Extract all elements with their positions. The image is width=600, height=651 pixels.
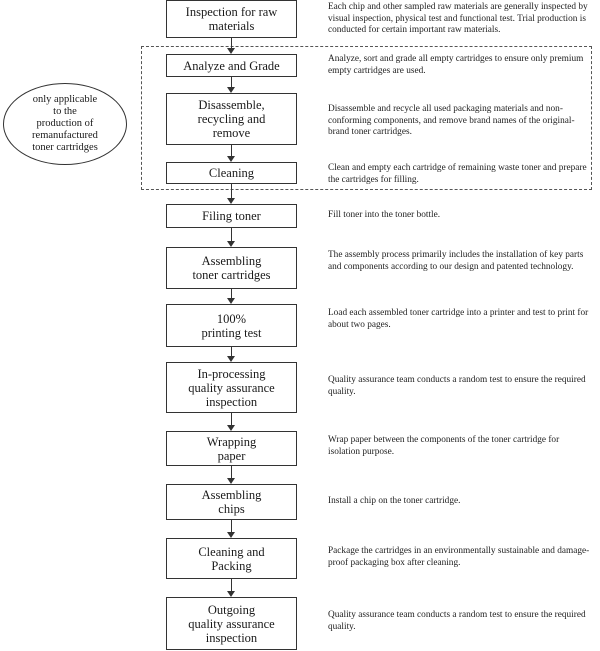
step-description-4: Clean and empty each cartridge of remain… (328, 163, 587, 185)
connector-line (230, 289, 232, 298)
step-box-3: Disassemble, recycling and remove (166, 93, 297, 145)
connector-line (230, 184, 232, 198)
connector-line (230, 579, 232, 591)
step-description-9: Wrap paper between the components of the… (328, 435, 560, 457)
step-description-6: The assembly process primarily includes … (328, 250, 584, 272)
connector-line (230, 145, 232, 156)
arrow-down-icon (227, 241, 235, 247)
connector-line (230, 413, 232, 425)
step-box-9: Wrapping paper (166, 431, 297, 466)
step-box-8: In-processing quality assurance inspecti… (166, 362, 297, 413)
connector-line (230, 466, 232, 478)
step-box-11: Cleaning and Packing (166, 538, 297, 579)
arrow-down-icon (227, 87, 235, 93)
connector-line (230, 77, 232, 87)
step-box-7: 100% printing test (166, 304, 297, 347)
remanufacturing-steps-group (141, 46, 592, 190)
step-description-3: Disassemble and recycle all used packagi… (328, 104, 575, 137)
step-box-12: Outgoing quality assurance inspection (166, 597, 297, 650)
connector-line (230, 347, 232, 356)
step-box-2: Analyze and Grade (166, 54, 297, 77)
arrow-down-icon (227, 356, 235, 362)
step-description-10: Install a chip on the toner cartridge. (328, 496, 461, 506)
arrow-down-icon (227, 425, 235, 431)
arrow-down-icon (227, 478, 235, 484)
connector-line (230, 38, 232, 48)
arrow-down-icon (227, 298, 235, 304)
step-box-1: Inspection for raw materials (166, 0, 297, 38)
arrow-down-icon (227, 198, 235, 204)
step-box-4: Cleaning (166, 162, 297, 184)
arrow-down-icon (227, 591, 235, 597)
step-description-12: Quality assurance team conducts a random… (328, 610, 586, 632)
step-description-5: Fill toner into the toner bottle. (328, 210, 441, 220)
step-description-8: Quality assurance team conducts a random… (328, 375, 586, 397)
step-description-7: Load each assembled toner cartridge into… (328, 308, 589, 330)
step-box-6: Assembling toner cartridges (166, 247, 297, 289)
arrow-down-icon (227, 156, 235, 162)
connector-line (230, 228, 232, 241)
step-description-2: Analyze, sort and grade all empty cartri… (328, 54, 584, 76)
step-box-5: Filing toner (166, 204, 297, 228)
connector-line (230, 520, 232, 532)
step-description-1: Each chip and other sampled raw material… (328, 2, 588, 35)
remanufacturing-note: only applicable to the production of rem… (3, 83, 127, 165)
arrow-down-icon (227, 48, 235, 54)
arrow-down-icon (227, 532, 235, 538)
step-description-11: Package the cartridges in an environment… (328, 546, 590, 568)
step-box-10: Assembling chips (166, 484, 297, 520)
